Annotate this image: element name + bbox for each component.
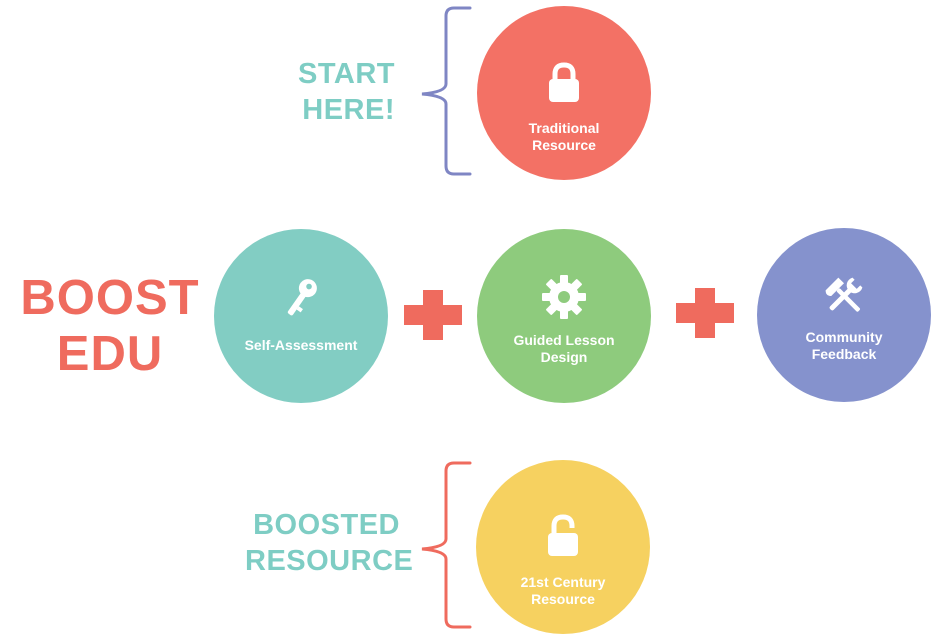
boosted-line: BOOSTED xyxy=(253,509,400,541)
guided-lesson-design-label: Guided Lesson Design xyxy=(513,332,615,365)
hammer-wrench-icon xyxy=(825,277,863,312)
boost-line: BOOST xyxy=(20,271,200,325)
key-icon xyxy=(287,278,317,315)
padlock-closed-icon xyxy=(549,62,579,102)
self-assessment-circle: Self-Assessment xyxy=(214,229,388,403)
traditional-resource-circle: Traditional Resource xyxy=(477,6,651,180)
padlock-open-icon xyxy=(548,514,578,556)
start-here-line-1: START xyxy=(297,58,395,90)
community-feedback-circle: Community Feedback xyxy=(757,228,931,402)
edu-line: EDU xyxy=(56,327,164,381)
start-here-line-2: HERE! xyxy=(302,94,395,126)
21st-century-resource-circle: 21st Century Resource xyxy=(476,460,650,634)
traditional-resource-label: Traditional Resource xyxy=(528,120,600,153)
self-assessment-label: Self-Assessment xyxy=(244,336,358,353)
boost-edu-title: BOOST EDU xyxy=(20,270,200,382)
start-here-label: START HERE! xyxy=(280,56,395,128)
guided-lesson-design-circle: Guided Lesson Design xyxy=(477,229,651,403)
boosted-resource-label: BOOSTED RESOURCE xyxy=(245,507,414,579)
bottom-bracket xyxy=(421,461,472,629)
community-feedback-label: Community Feedback xyxy=(805,329,883,362)
plus-icon xyxy=(676,288,734,338)
top-bracket xyxy=(421,6,472,176)
21st-century-resource-label: 21st Century Resource xyxy=(520,574,606,607)
plus-icon xyxy=(404,290,462,340)
resource-line: RESOURCE xyxy=(245,545,414,577)
gear-icon xyxy=(542,275,586,319)
